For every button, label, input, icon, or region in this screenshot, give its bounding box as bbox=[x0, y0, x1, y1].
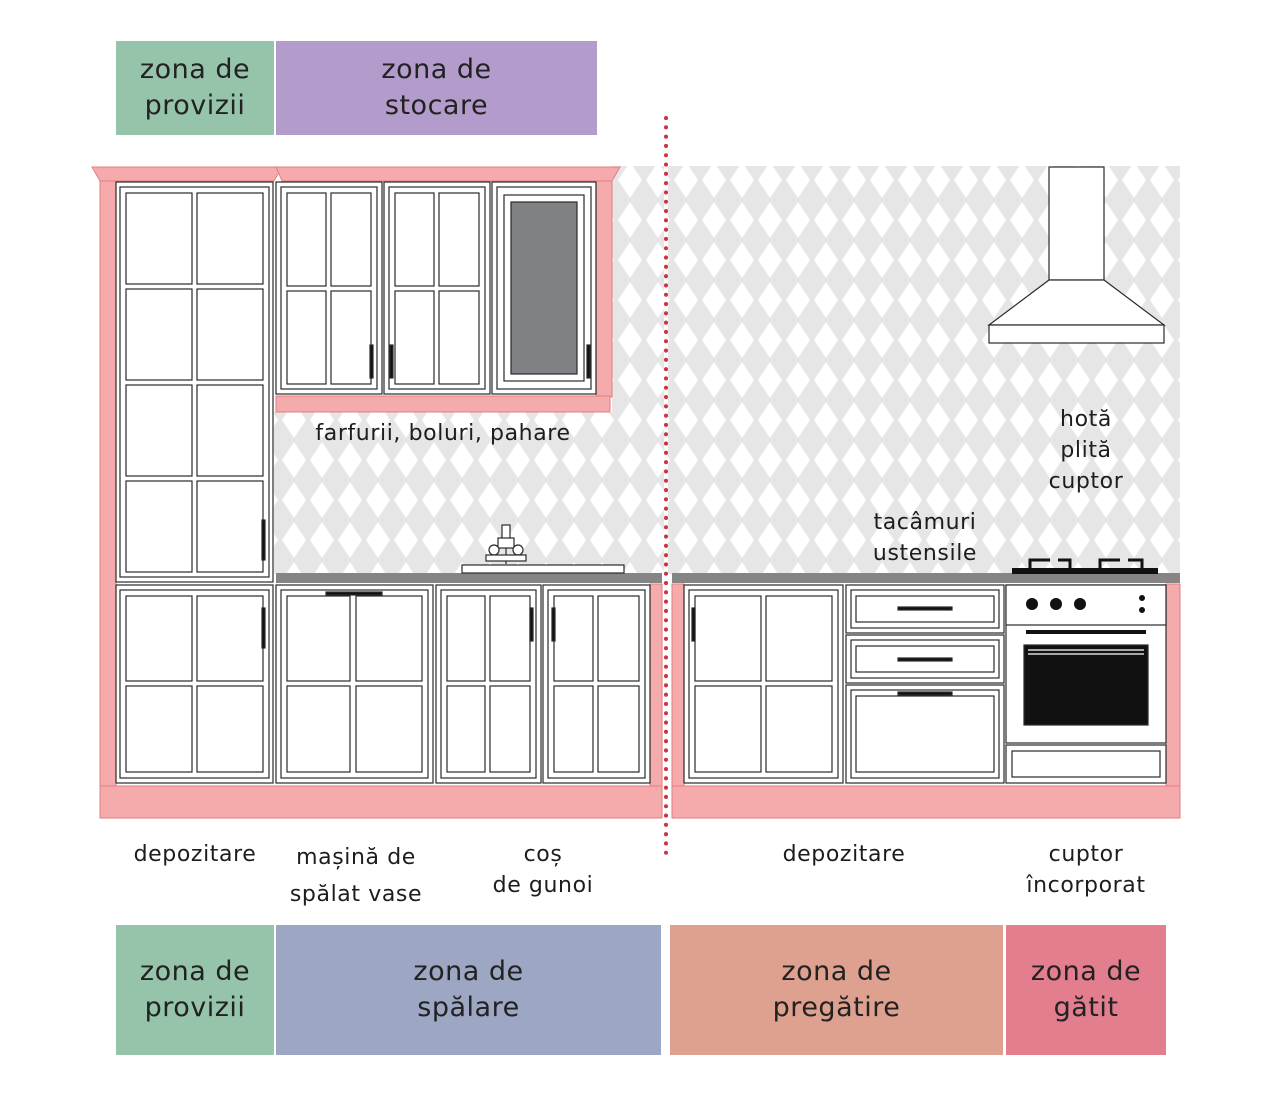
oven-icon bbox=[1005, 584, 1167, 784]
pantry-cabinet bbox=[115, 181, 274, 583]
range-hood-icon bbox=[987, 166, 1166, 344]
upper-cabinets bbox=[275, 181, 597, 395]
storage-right-label: depozitare bbox=[782, 842, 906, 867]
top-zone-stocare: zona de stocare bbox=[276, 41, 597, 135]
oven-label: cuptor încorporat bbox=[1026, 842, 1146, 898]
bottom-zone-spalare-label: zona de spălare bbox=[413, 956, 524, 1023]
hood-label: hotă plită cuptor bbox=[1048, 407, 1124, 494]
bottom-zone-gatit-label: zona de gătit bbox=[1030, 956, 1142, 1023]
shelves-label: farfurii, boluri, pahare bbox=[315, 421, 571, 446]
trash-label: coș de gunoi bbox=[492, 842, 594, 898]
bottom-zone-pregatire: zona de pregătire bbox=[670, 925, 1003, 1055]
sink-faucet-icon bbox=[461, 524, 625, 574]
bottom-zone-pregatire-label: zona de pregătire bbox=[772, 956, 901, 1023]
cutlery-label: tacâmuri ustensile bbox=[872, 510, 978, 566]
top-zone-stocare-label: zona de stocare bbox=[381, 54, 492, 121]
storage-left-label: depozitare bbox=[133, 842, 257, 867]
base-cabinets-right bbox=[683, 584, 1005, 784]
countertop-left bbox=[276, 573, 662, 583]
bottom-zone-gatit: zona de gătit bbox=[1006, 925, 1166, 1055]
bottom-zone-spalare: zona de spălare bbox=[276, 925, 661, 1055]
bottom-zone-provizii-label: zona de provizii bbox=[139, 956, 251, 1023]
dishwasher-label: mașină de spălat vase bbox=[289, 845, 423, 907]
base-cabinets-left bbox=[115, 584, 651, 784]
gas-hob-icon bbox=[1012, 558, 1158, 574]
storage-zone-frame bbox=[91, 166, 1181, 819]
bottom-zone-provizii: zona de provizii bbox=[116, 925, 274, 1055]
countertop-right bbox=[672, 573, 1180, 583]
top-zone-provizii-label: zona de provizii bbox=[139, 54, 251, 121]
top-zone-provizii: zona de provizii bbox=[116, 41, 274, 135]
